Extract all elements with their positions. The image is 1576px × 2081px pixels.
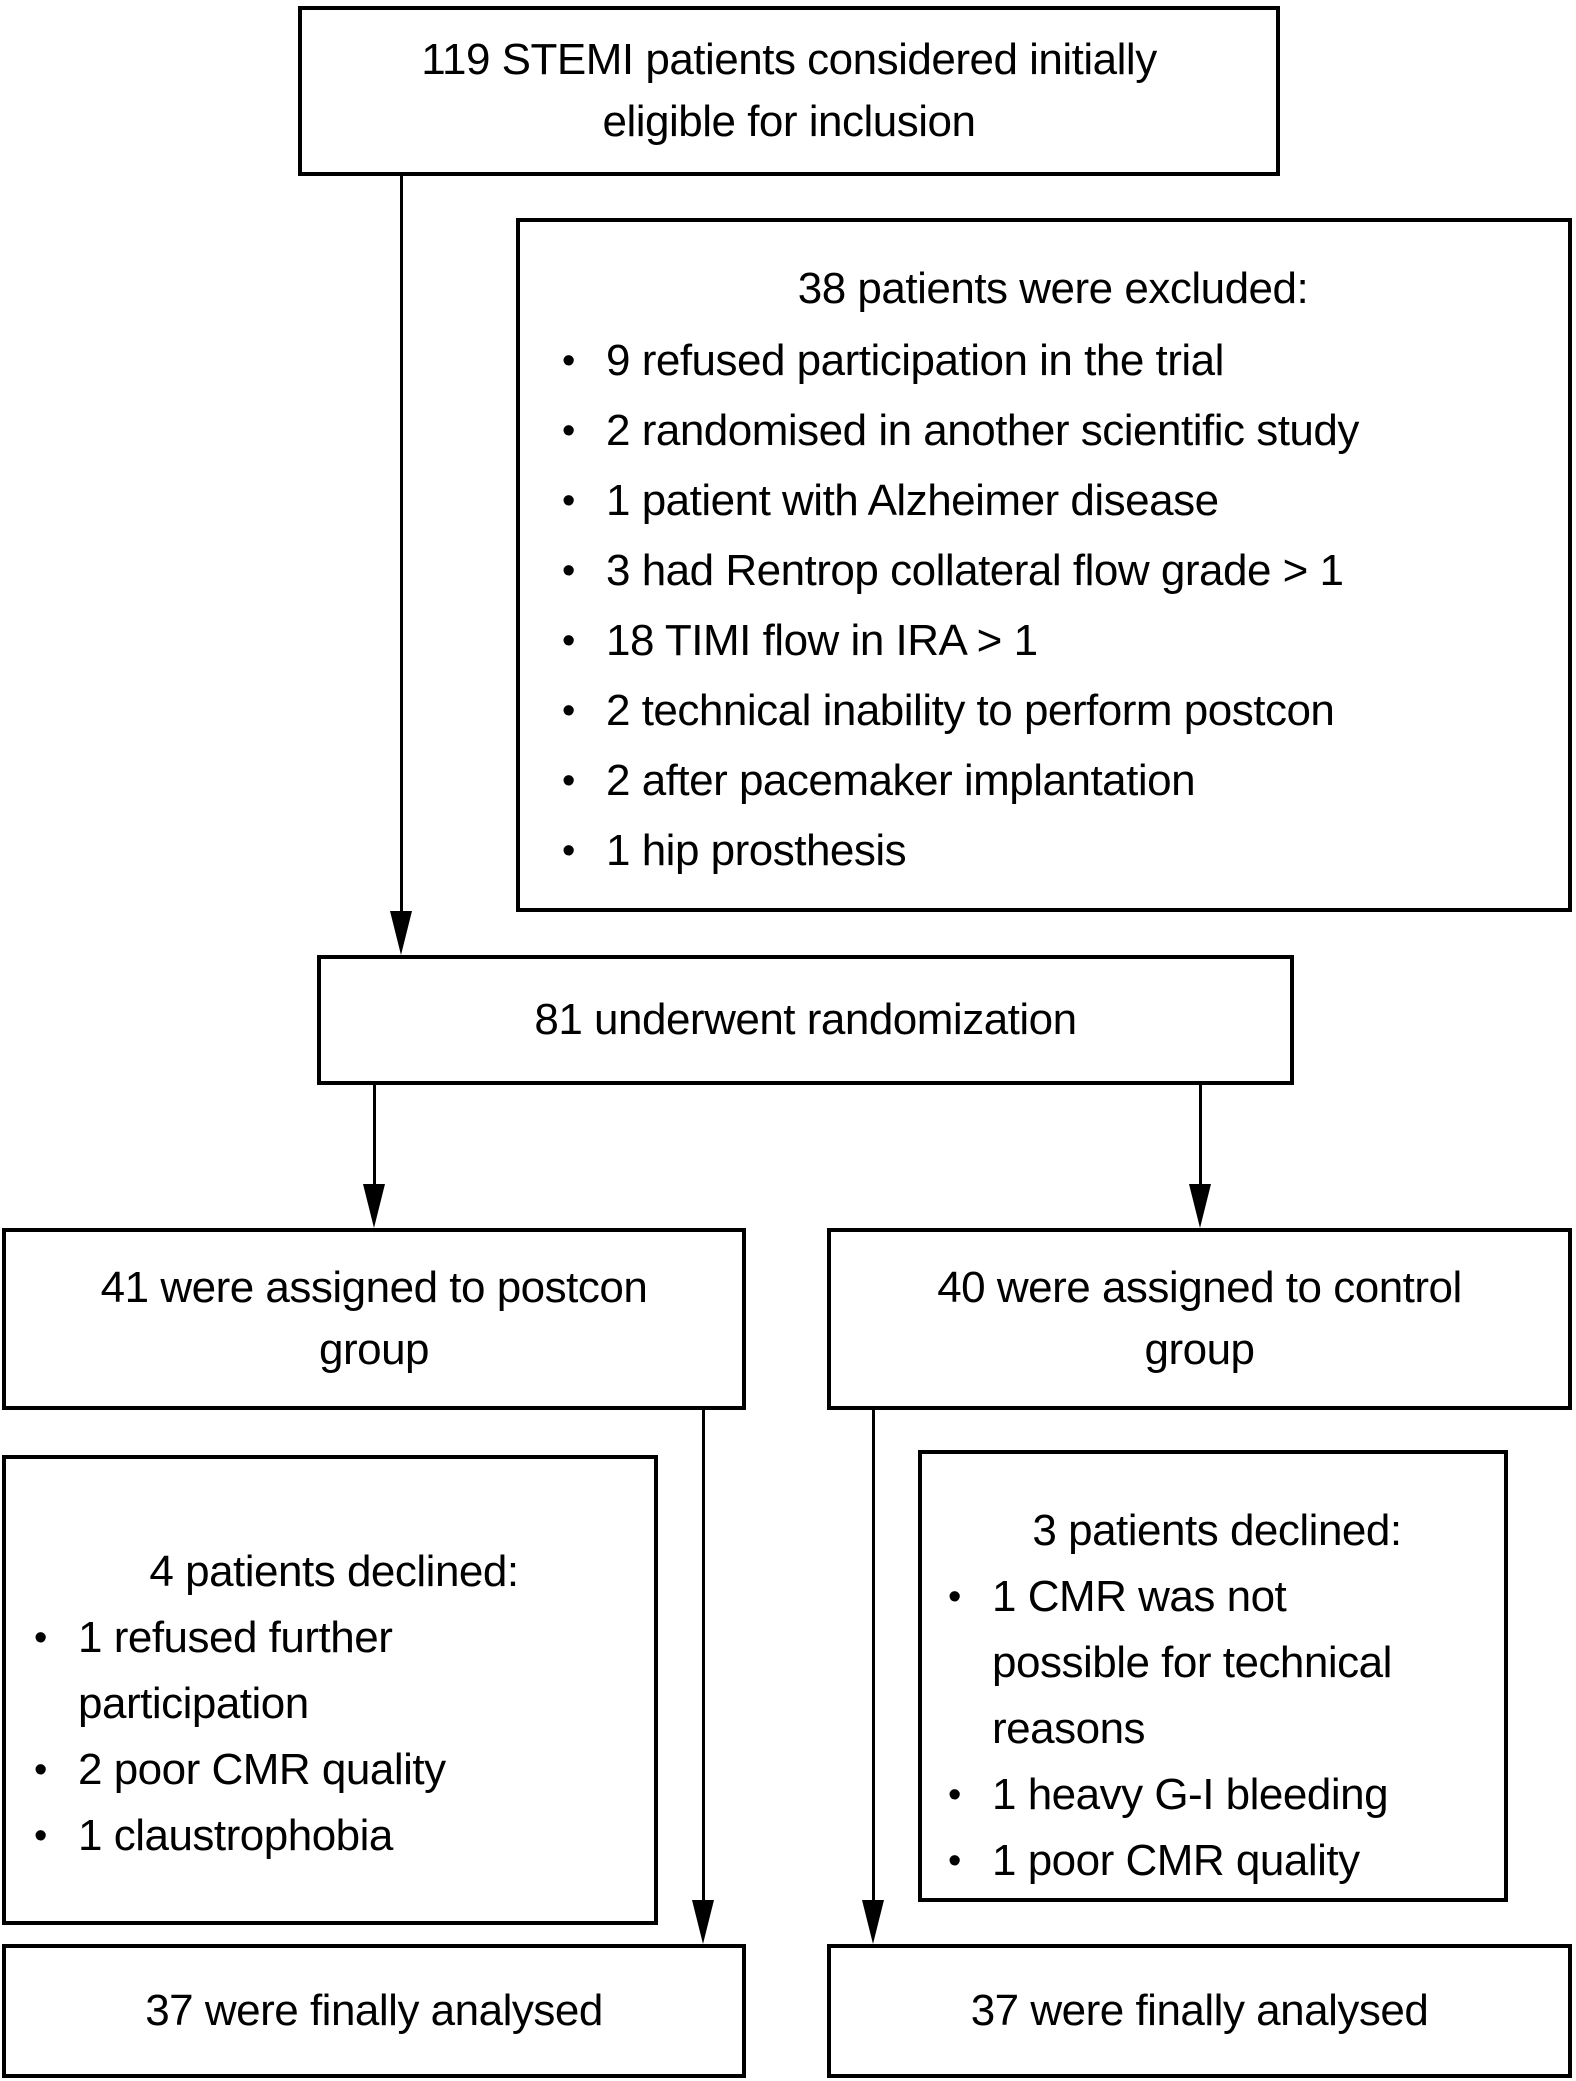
exclusion-title: 38 patients were excluded:: [797, 264, 1309, 313]
postcon-declined-box: 4 patients declined: • 1 refused further…: [2, 1455, 658, 1925]
control-declined-title: 3 patients declined:: [1032, 1506, 1402, 1555]
bullet-icon: •: [562, 690, 575, 732]
exclusion-item: • 2 randomised in another scientific stu…: [562, 396, 1544, 466]
bullet-icon: •: [562, 340, 575, 382]
declined-item: • 1 poor CMR quality: [948, 1828, 1486, 1894]
control-group-box: 40 were assigned to control group: [827, 1228, 1572, 1410]
bullet-icon: •: [34, 1749, 47, 1791]
exclusion-item-text: 2 technical inability to perform postcon: [606, 686, 1335, 735]
arrowhead-down-icon: [1189, 1184, 1211, 1228]
exclusion-item-text: 18 TIMI flow in IRA > 1: [606, 616, 1038, 665]
exclusion-item: • 1 hip prosthesis: [562, 816, 1544, 886]
postcon-declined-title: 4 patients declined:: [149, 1547, 519, 1596]
postcon-analysed-box: 37 were finally analysed: [2, 1944, 746, 2078]
declined-item-text: 1 poor CMR quality: [992, 1836, 1360, 1885]
exclusion-item-text: 3 had Rentrop collateral flow grade > 1: [606, 546, 1344, 595]
bullet-icon: •: [948, 1840, 961, 1882]
bullet-icon: •: [562, 760, 575, 802]
declined-item-text: 1 CMR was not possible for technical rea…: [992, 1572, 1392, 1753]
control-analysed-text: 37 were finally analysed: [970, 1986, 1429, 2035]
bullet-icon: •: [34, 1617, 47, 1659]
declined-item-text: 1 heavy G-I bleeding: [992, 1770, 1389, 1819]
initial-eligibility-box: 119 STEMI patients considered initially …: [298, 6, 1280, 176]
declined-item: • 1 refused further participation: [34, 1605, 634, 1737]
declined-item-text: 1 claustrophobia: [78, 1811, 393, 1860]
exclusion-item: • 2 technical inability to perform postc…: [562, 676, 1544, 746]
bullet-icon: •: [562, 480, 575, 522]
postcon-group-text: 41 were assigned to postcon group: [100, 1263, 648, 1374]
arrow-line: [872, 1410, 875, 1900]
exclusion-item: • 18 TIMI flow in IRA > 1: [562, 606, 1544, 676]
arrowhead-down-icon: [692, 1900, 714, 1944]
bullet-icon: •: [948, 1576, 961, 1618]
declined-item: • 1 CMR was not possible for technical r…: [948, 1564, 1486, 1762]
arrowhead-down-icon: [390, 911, 412, 955]
randomization-box: 81 underwent randomization: [317, 955, 1294, 1085]
exclusion-item: • 3 had Rentrop collateral flow grade > …: [562, 536, 1544, 606]
arrow-line: [373, 1085, 376, 1184]
arrow-line: [400, 176, 403, 911]
declined-item: • 2 poor CMR quality: [34, 1737, 634, 1803]
bullet-icon: •: [562, 550, 575, 592]
exclusion-item-text: 1 patient with Alzheimer disease: [606, 476, 1219, 525]
control-declined-box: 3 patients declined: • 1 CMR was not pos…: [918, 1450, 1508, 1902]
declined-item-text: 2 poor CMR quality: [78, 1745, 446, 1794]
bullet-icon: •: [562, 830, 575, 872]
declined-item: • 1 heavy G-I bleeding: [948, 1762, 1486, 1828]
bullet-icon: •: [34, 1815, 47, 1857]
exclusion-box: 38 patients were excluded: • 9 refused p…: [516, 218, 1572, 912]
exclusion-item: • 2 after pacemaker implantation: [562, 746, 1544, 816]
arrowhead-down-icon: [363, 1184, 385, 1228]
bullet-icon: •: [562, 620, 575, 662]
exclusion-item-text: 9 refused participation in the trial: [606, 336, 1224, 385]
initial-eligibility-text: 119 STEMI patients considered initially …: [421, 35, 1157, 146]
control-analysed-box: 37 were finally analysed: [827, 1944, 1572, 2078]
exclusion-item: • 1 patient with Alzheimer disease: [562, 466, 1544, 536]
arrow-line: [702, 1410, 705, 1900]
exclusion-item: • 9 refused participation in the trial: [562, 326, 1544, 396]
exclusion-item-text: 1 hip prosthesis: [606, 826, 907, 875]
bullet-icon: •: [562, 410, 575, 452]
arrow-line: [1199, 1085, 1202, 1184]
control-group-text: 40 were assigned to control group: [937, 1263, 1462, 1374]
randomization-text: 81 underwent randomization: [534, 995, 1077, 1044]
declined-item: • 1 claustrophobia: [34, 1803, 634, 1869]
declined-item-text: 1 refused further participation: [78, 1613, 393, 1728]
exclusion-item-text: 2 after pacemaker implantation: [606, 756, 1196, 805]
exclusion-item-text: 2 randomised in another scientific study: [606, 406, 1359, 455]
arrowhead-down-icon: [862, 1900, 884, 1944]
bullet-icon: •: [948, 1774, 961, 1816]
postcon-analysed-text: 37 were finally analysed: [145, 1986, 603, 2035]
postcon-group-box: 41 were assigned to postcon group: [2, 1228, 746, 1410]
